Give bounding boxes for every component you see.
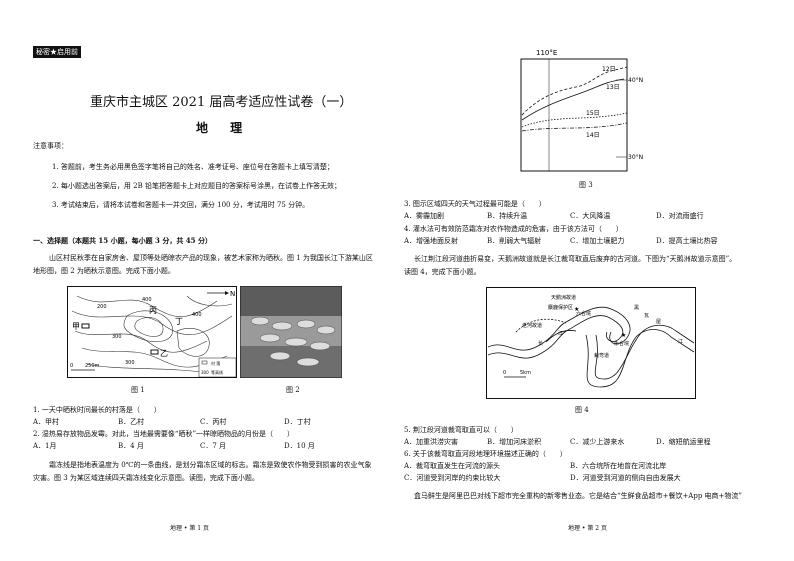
fig3-day-12: 12日 bbox=[602, 66, 616, 73]
figure-4-river-map: 天鹅洲故道 麋鹿保护区 六合垸 老河故道 长 江 黑 瓦 屋 永合垸 裁弯道 江… bbox=[486, 287, 696, 399]
fig3-day-15: 15日 bbox=[586, 110, 600, 117]
q2-option-d: D．10 月 bbox=[284, 442, 315, 450]
fig4-label-hei: 黑 bbox=[634, 305, 639, 311]
fig1-contour-5: 300 bbox=[125, 360, 135, 366]
fig4-label-chang: 长 bbox=[538, 340, 543, 347]
fig1-legend-village: 村 落 bbox=[211, 360, 220, 366]
q3-stem: 3. 图示区域四天的天气过程最可能是（ ） bbox=[404, 200, 546, 208]
q6-option-a: A．裁弯取直发生在河流的源头 bbox=[404, 462, 501, 470]
fig1-legend-contour: 等高线 bbox=[211, 369, 223, 375]
q1-option-d: D．丁村 bbox=[284, 418, 311, 426]
footer-left: 地理 • 第 1 页 bbox=[170, 525, 209, 532]
star-icon: ★ bbox=[621, 332, 626, 339]
fig4-label-oldriver: 老河故道 bbox=[522, 322, 542, 329]
q5-stem: 5. 荆江段河道裁弯取直可以（ ） bbox=[404, 426, 518, 434]
fig3-lat-bottom: 30°N bbox=[628, 154, 643, 161]
fig3-caption: 图 3 bbox=[579, 181, 593, 189]
fig1-label-bing: 丙 bbox=[149, 306, 157, 315]
q1-option-c: C．丙村 bbox=[200, 418, 227, 426]
q2-option-b: B．4 月 bbox=[118, 442, 144, 450]
q1-option-a: A．甲村 bbox=[33, 418, 60, 426]
fig4-label-cutoff: 裁弯道 bbox=[594, 352, 609, 359]
q6-option-c: C．河道受到河岸的约束比较大 bbox=[404, 474, 501, 482]
hema-line: 盒马鲜生是阿里巴巴对线下超市完全重构的新零售业态。它是结合“生鲜食品超市+餐饮+… bbox=[414, 492, 742, 500]
fig1-label-yi: 乙 bbox=[160, 349, 168, 358]
q1-option-b: B．乙村 bbox=[118, 418, 145, 426]
fig1-label-jia: 甲 bbox=[72, 322, 80, 331]
fig3-day-13: 13日 bbox=[606, 84, 620, 91]
fig3-lat-top: 40°N bbox=[628, 77, 643, 84]
fig4-caption: 图 4 bbox=[575, 406, 589, 414]
q4-option-c: C．增加土壤肥力 bbox=[570, 237, 625, 245]
fig1-caption: 图 1 bbox=[131, 386, 145, 394]
fig3-lon-label: 110°E bbox=[536, 49, 557, 57]
river-line-2: 读图 4，完成下面小题。 bbox=[404, 268, 481, 276]
q2-option-c: C．7 月 bbox=[200, 442, 227, 450]
q4-option-b: B．削弱大气辐射 bbox=[487, 237, 542, 245]
fig1-legend-num: 300 bbox=[201, 370, 209, 375]
fig4-label-wa: 瓦 bbox=[644, 313, 649, 319]
intro-line-2: 地形图，图 2 为晒秋示意图。完成下面小题。 bbox=[33, 267, 175, 275]
q2-stem: 2. 湿热易存放物品发霉。对此，当地最需要像“晒秋”一样晾晒物品的月份是（ ） bbox=[33, 430, 295, 438]
q6-option-b: B．六合垸所在地曾在河流北岸 bbox=[570, 462, 667, 470]
q4-option-d: D．提高土壤比热容 bbox=[656, 237, 718, 245]
subject-title: 地 理 bbox=[196, 121, 252, 135]
fig1-contour-4: 400 bbox=[192, 312, 202, 318]
figure-2-drying-photo bbox=[240, 286, 342, 378]
frost-line-2: 灾害。图 3 为某区域连续四天霜冻线变化示意图。读图，完成下面小题。 bbox=[33, 474, 259, 482]
notice-heading: 注意事项： bbox=[33, 142, 68, 150]
q3-option-c: C．大风降温 bbox=[570, 212, 611, 220]
q6-stem: 6. 关于该裁弯取直河段地理环境描述正确的（ ） bbox=[404, 450, 567, 458]
fig1-label-ding: 丁 bbox=[175, 317, 183, 326]
fig2-caption: 图 2 bbox=[286, 386, 300, 394]
fig1-scale-0: 0 bbox=[70, 363, 73, 369]
q3-option-d: D．对流雨盛行 bbox=[656, 212, 704, 220]
fig1-contour-3: 400 bbox=[142, 297, 152, 303]
confidential-badge: 秘密★启用前 bbox=[33, 46, 81, 58]
intro-line-1: 山区村民秋季在自家房舍、屋顶等处晒晾农产品的现象，被艺术家称为晒秋。图 1 为我… bbox=[49, 254, 373, 262]
fig4-scale-5km: 5km bbox=[520, 370, 531, 376]
star-icon: ★ bbox=[574, 306, 579, 313]
fig4-label-jiang-2: 江 bbox=[678, 338, 683, 345]
fig1-scale-250: 250m bbox=[85, 363, 100, 369]
fig4-title-label: 天鹅洲故道 bbox=[551, 294, 576, 301]
fig4-label-wu: 屋 bbox=[656, 319, 661, 325]
fig4-label-milu: 麋鹿保护区 bbox=[548, 304, 573, 311]
notice-item-1: 1. 答题前，考生务必用黑色签字笔将自己的姓名、准考证号、座位号在答题卡上填写清… bbox=[52, 163, 334, 171]
q5-option-a: A．加重洪涝灾害 bbox=[404, 438, 459, 446]
fig4-label-jiang: 江 bbox=[558, 330, 563, 337]
fig1-contour-2: 300 bbox=[112, 334, 122, 340]
q5-option-d: D．缩短航运里程 bbox=[656, 438, 711, 446]
q3-option-b: B．持续升温 bbox=[487, 212, 528, 220]
frost-line-1: 霜冻线是指地表温度为 0℃的一条曲线，是划分霜冻区域的标志。霜冻是致使农作物受到… bbox=[49, 461, 372, 469]
q2-option-a: A．1月 bbox=[33, 442, 57, 450]
fig1-contour-1: 200 bbox=[97, 304, 107, 310]
q4-stem: 4. 灌水法可有效防范霜冻对农作物造成的危害，由于该方法可（ ） bbox=[404, 225, 623, 233]
fig4-scale-0: 0 bbox=[503, 370, 506, 376]
fig3-day-14: 14日 bbox=[586, 132, 600, 139]
footer-right: 地理 • 第 2 页 bbox=[568, 525, 607, 532]
fig4-label-liuhe: 六合垸 bbox=[576, 310, 591, 317]
figure-3-frost-lines: 110°E 40°N 30°N 12日 13日 15日 14日 bbox=[520, 49, 643, 172]
fig4-label-yonghe: 永合垸 bbox=[614, 340, 629, 347]
q4-option-a: A．增强地面反射 bbox=[404, 237, 459, 245]
q3-option-a: A．雾霾加剧 bbox=[404, 212, 445, 220]
notice-item-3: 3. 考试结束后，请将本试卷和答题卡一并交回，满分 100 分，考试用时 75 … bbox=[52, 201, 310, 209]
q1-stem: 1. 一天中晒秋时间最长的村落是（ ） bbox=[33, 406, 161, 414]
exam-title: 重庆市主城区 2021 届高考适应性试卷（一） bbox=[90, 95, 353, 110]
q5-option-c: C．减少上游来水 bbox=[570, 438, 625, 446]
fig1-north-label: N bbox=[230, 290, 235, 298]
q5-option-b: B．增加河床淤积 bbox=[487, 438, 542, 446]
figure-1-contour-map: 甲 乙 丙 丁 200 300 400 400 300 N 0 250m 村 落… bbox=[67, 286, 237, 378]
section-heading: 一、选择题（本题共 15 小题，每小题 3 分，共 45 分） bbox=[33, 236, 212, 245]
river-line-1: 长江荆江段河道曲折易变，天鹅洲故道就是长江裁弯取直后废弃的古河道。下图为“天鹅洲… bbox=[414, 255, 737, 263]
notice-item-2: 2. 每小题选出答案后，用 2B 铅笔把答题卡上对应题目的答案标号涂黑，在试卷上… bbox=[52, 182, 341, 190]
q6-option-d: D．河道受到河道的侧向自由发展大 bbox=[570, 474, 681, 482]
